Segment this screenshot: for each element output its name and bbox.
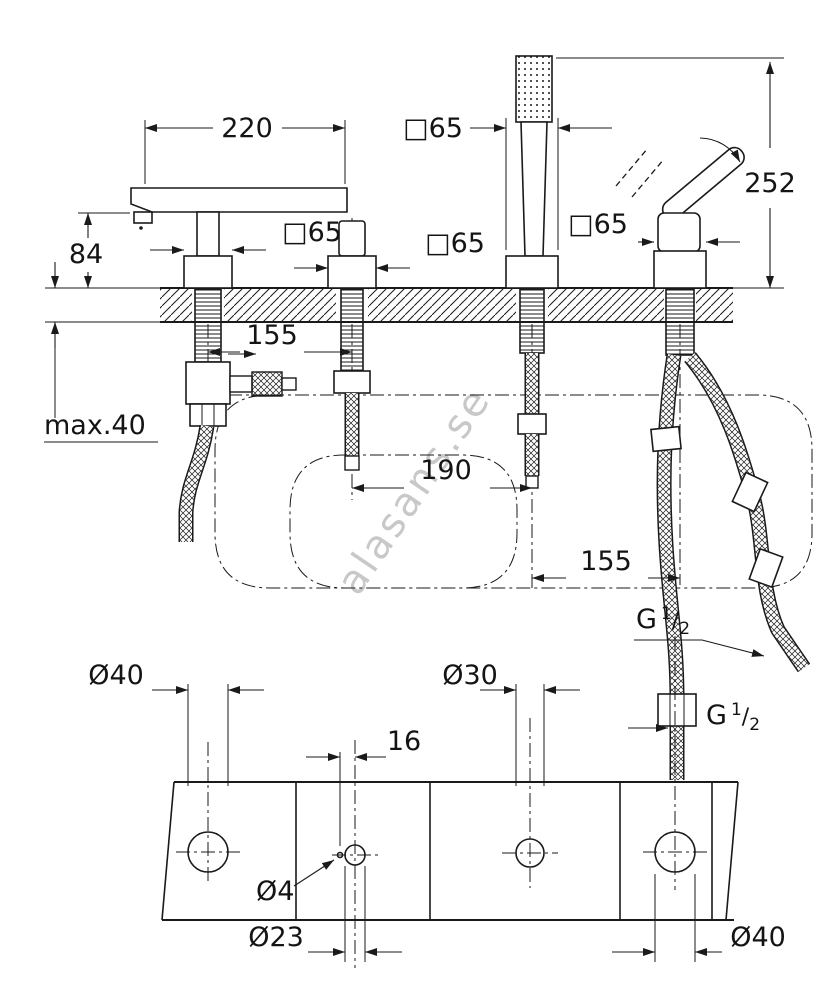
deck-plan-view — [161, 636, 739, 968]
dim-hole2-diameter-label: Ø23 — [248, 922, 304, 953]
dim-escutcheon-shower-label: □65 — [403, 113, 463, 144]
dim-hole2-diameter: Ø23 — [248, 866, 402, 962]
dim-spacing-hole2-hole3: 190 — [352, 455, 532, 492]
dim-spacing-hole1-hole2-label: 155 — [246, 320, 298, 351]
dim-deck-thickness: max.40 — [44, 262, 160, 443]
deck-cross-section — [160, 287, 733, 323]
dim-escutcheon-lever: □65 — [568, 209, 740, 246]
dim-shower-height-label: 252 — [744, 168, 796, 199]
dim-shower-height: 252 — [556, 57, 796, 289]
dim-spout-height: 84 — [45, 212, 160, 289]
dim-escutcheon-shower: □65 — [403, 113, 612, 250]
dim-spacing-hole2-hole3-label: 190 — [420, 455, 472, 486]
dim-pin-offset: 16 — [306, 726, 421, 846]
lever-phantom-position — [615, 147, 665, 198]
dim-pin-offset-label: 16 — [387, 726, 421, 757]
dim-escutcheon-lever-label: □65 — [568, 209, 628, 240]
dim-escutcheon-valve-label: □65 — [425, 228, 485, 259]
dim-spacing-hole3-hole4: 155 — [532, 546, 680, 582]
shank-hoses-hole4 — [650, 288, 811, 780]
valve-handle — [327, 220, 377, 289]
lever-rotation-arrow — [699, 137, 741, 163]
dim-escutcheon-spout: □65 — [150, 217, 342, 254]
dim-pin-diameter-label: Ø4 — [256, 876, 294, 907]
dim-spout-height-label: 84 — [69, 239, 103, 270]
hand-shower — [505, 55, 559, 289]
dim-hole1-diameter-label: Ø40 — [88, 660, 144, 691]
dim-hole3-diameter: Ø30 — [442, 660, 580, 786]
dim-escutcheon-spout-label: □65 — [282, 217, 342, 248]
dim-spacing-hole1-hole2: 155 — [208, 320, 352, 356]
dim-pin-diameter: Ø4 — [256, 859, 335, 907]
dim-hole3-diameter-label: Ø30 — [442, 660, 498, 691]
bath-spout — [130, 187, 348, 289]
dim-hole4-diameter: Ø40 — [612, 874, 786, 962]
dim-spout-reach-label: 220 — [221, 113, 273, 144]
dim-escutcheon-valve: □65 — [294, 228, 485, 272]
shower-hose-loop-centerline — [214, 394, 813, 589]
dim-hole4-diameter-label: Ø40 — [730, 922, 786, 953]
dim-hole1-diameter: Ø40 — [88, 660, 264, 786]
dim-spacing-hole3-hole4-label: 155 — [580, 546, 632, 577]
shank-hose-hole3 — [517, 288, 547, 489]
lever-handle — [615, 137, 745, 289]
dim-spout-reach: 220 — [144, 113, 346, 184]
dim-deck-thickness-label: max.40 — [44, 410, 146, 441]
